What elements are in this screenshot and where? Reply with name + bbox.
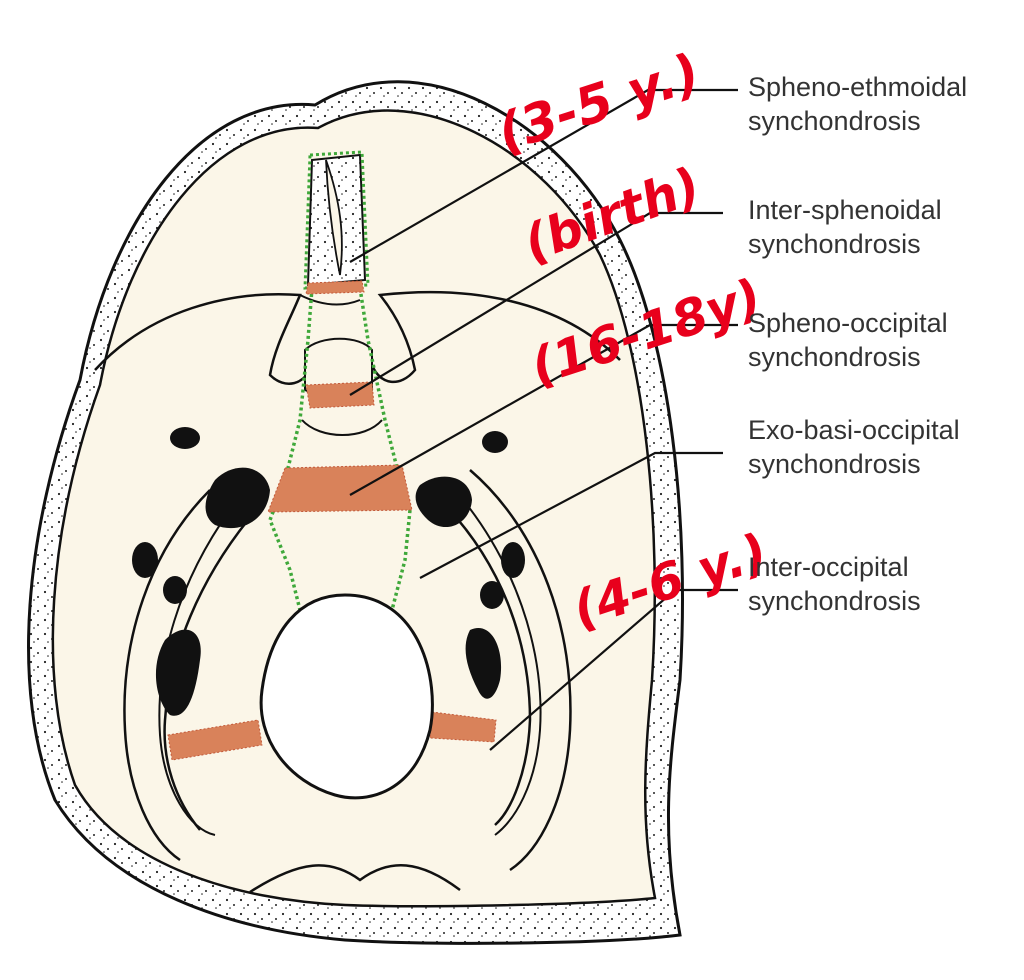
leader-spheno-ethmoidal bbox=[349, 88, 738, 263]
label-spheno-occipital-line2: synchondrosis bbox=[748, 342, 921, 372]
crista-galli bbox=[325, 159, 343, 276]
foramen-right-small-1 bbox=[501, 542, 525, 578]
posterior-fossa-curve-left-2 bbox=[123, 489, 211, 862]
foramen-magnum bbox=[259, 593, 434, 800]
spheno-ethmoidal-band bbox=[305, 280, 365, 295]
posterior-fossa-curve-right-1 bbox=[439, 499, 532, 826]
label-spheno-ethmoidal-line1: Spheno-ethmoidal bbox=[748, 72, 968, 102]
annotation-spheno-ethmoidal: (3-5 y.) bbox=[490, 43, 707, 164]
occipital-notch bbox=[249, 864, 461, 894]
foramen-right-large bbox=[465, 628, 502, 699]
leader-exo-basi-occipital bbox=[419, 451, 723, 579]
spheno-occipital-band bbox=[267, 464, 413, 513]
foramen-ovale-right bbox=[482, 431, 508, 453]
foramen-ovale-left bbox=[170, 427, 200, 449]
label-exo-basi-occipital: Exo-basi-occipital synchondrosis bbox=[748, 413, 960, 481]
label-spheno-occipital: Spheno-occipital synchondrosis bbox=[748, 306, 948, 374]
label-inter-sphenoidal-line2: synchondrosis bbox=[748, 229, 921, 259]
leader-inter-sphenoidal bbox=[349, 211, 723, 396]
jugular-foramen-left bbox=[205, 467, 270, 529]
label-inter-occipital-line1: Inter-occipital bbox=[748, 552, 909, 582]
foramen-left-small-1 bbox=[132, 542, 158, 578]
foramen-left-small-2 bbox=[163, 576, 187, 604]
foramen-right-small-2 bbox=[480, 581, 504, 609]
middle-fossa-left bbox=[299, 294, 361, 306]
leader-inter-occipital bbox=[489, 588, 738, 751]
label-inter-occipital-line2: synchondrosis bbox=[748, 586, 921, 616]
label-exo-basi-occipital-line2: synchondrosis bbox=[748, 449, 921, 479]
leader-lines bbox=[349, 88, 738, 751]
posterior-fossa-curve-right-3 bbox=[454, 489, 542, 836]
dorsum-sellae bbox=[301, 419, 383, 436]
label-spheno-ethmoidal: Spheno-ethmoidal synchondrosis bbox=[748, 70, 967, 138]
label-inter-occipital: Inter-occipital synchondrosis bbox=[748, 550, 921, 618]
sphenoid-ridge-left bbox=[94, 293, 314, 385]
label-inter-sphenoidal-line1: Inter-sphenoidal bbox=[748, 195, 942, 225]
inter-sphenoidal-band bbox=[305, 381, 375, 409]
sphenoid-ridge-right bbox=[370, 290, 621, 384]
inter-occipital-band-left bbox=[167, 719, 263, 761]
posterior-fossa-curve-left-3 bbox=[158, 509, 231, 836]
cranial-foramina bbox=[132, 427, 525, 716]
label-spheno-ethmoidal-line2: synchondrosis bbox=[748, 106, 921, 136]
inter-occipital-band-right bbox=[429, 711, 497, 743]
leader-spheno-occipital bbox=[349, 323, 738, 496]
foramen-left-large bbox=[155, 629, 201, 716]
label-inter-sphenoidal: Inter-sphenoidal synchondrosis bbox=[748, 193, 942, 261]
jugular-foramen-right bbox=[415, 476, 472, 528]
label-spheno-occipital-line1: Spheno-occipital bbox=[748, 308, 948, 338]
posterior-fossa-curve-left-1 bbox=[163, 519, 249, 831]
label-exo-basi-occipital-line1: Exo-basi-occipital bbox=[748, 415, 960, 445]
